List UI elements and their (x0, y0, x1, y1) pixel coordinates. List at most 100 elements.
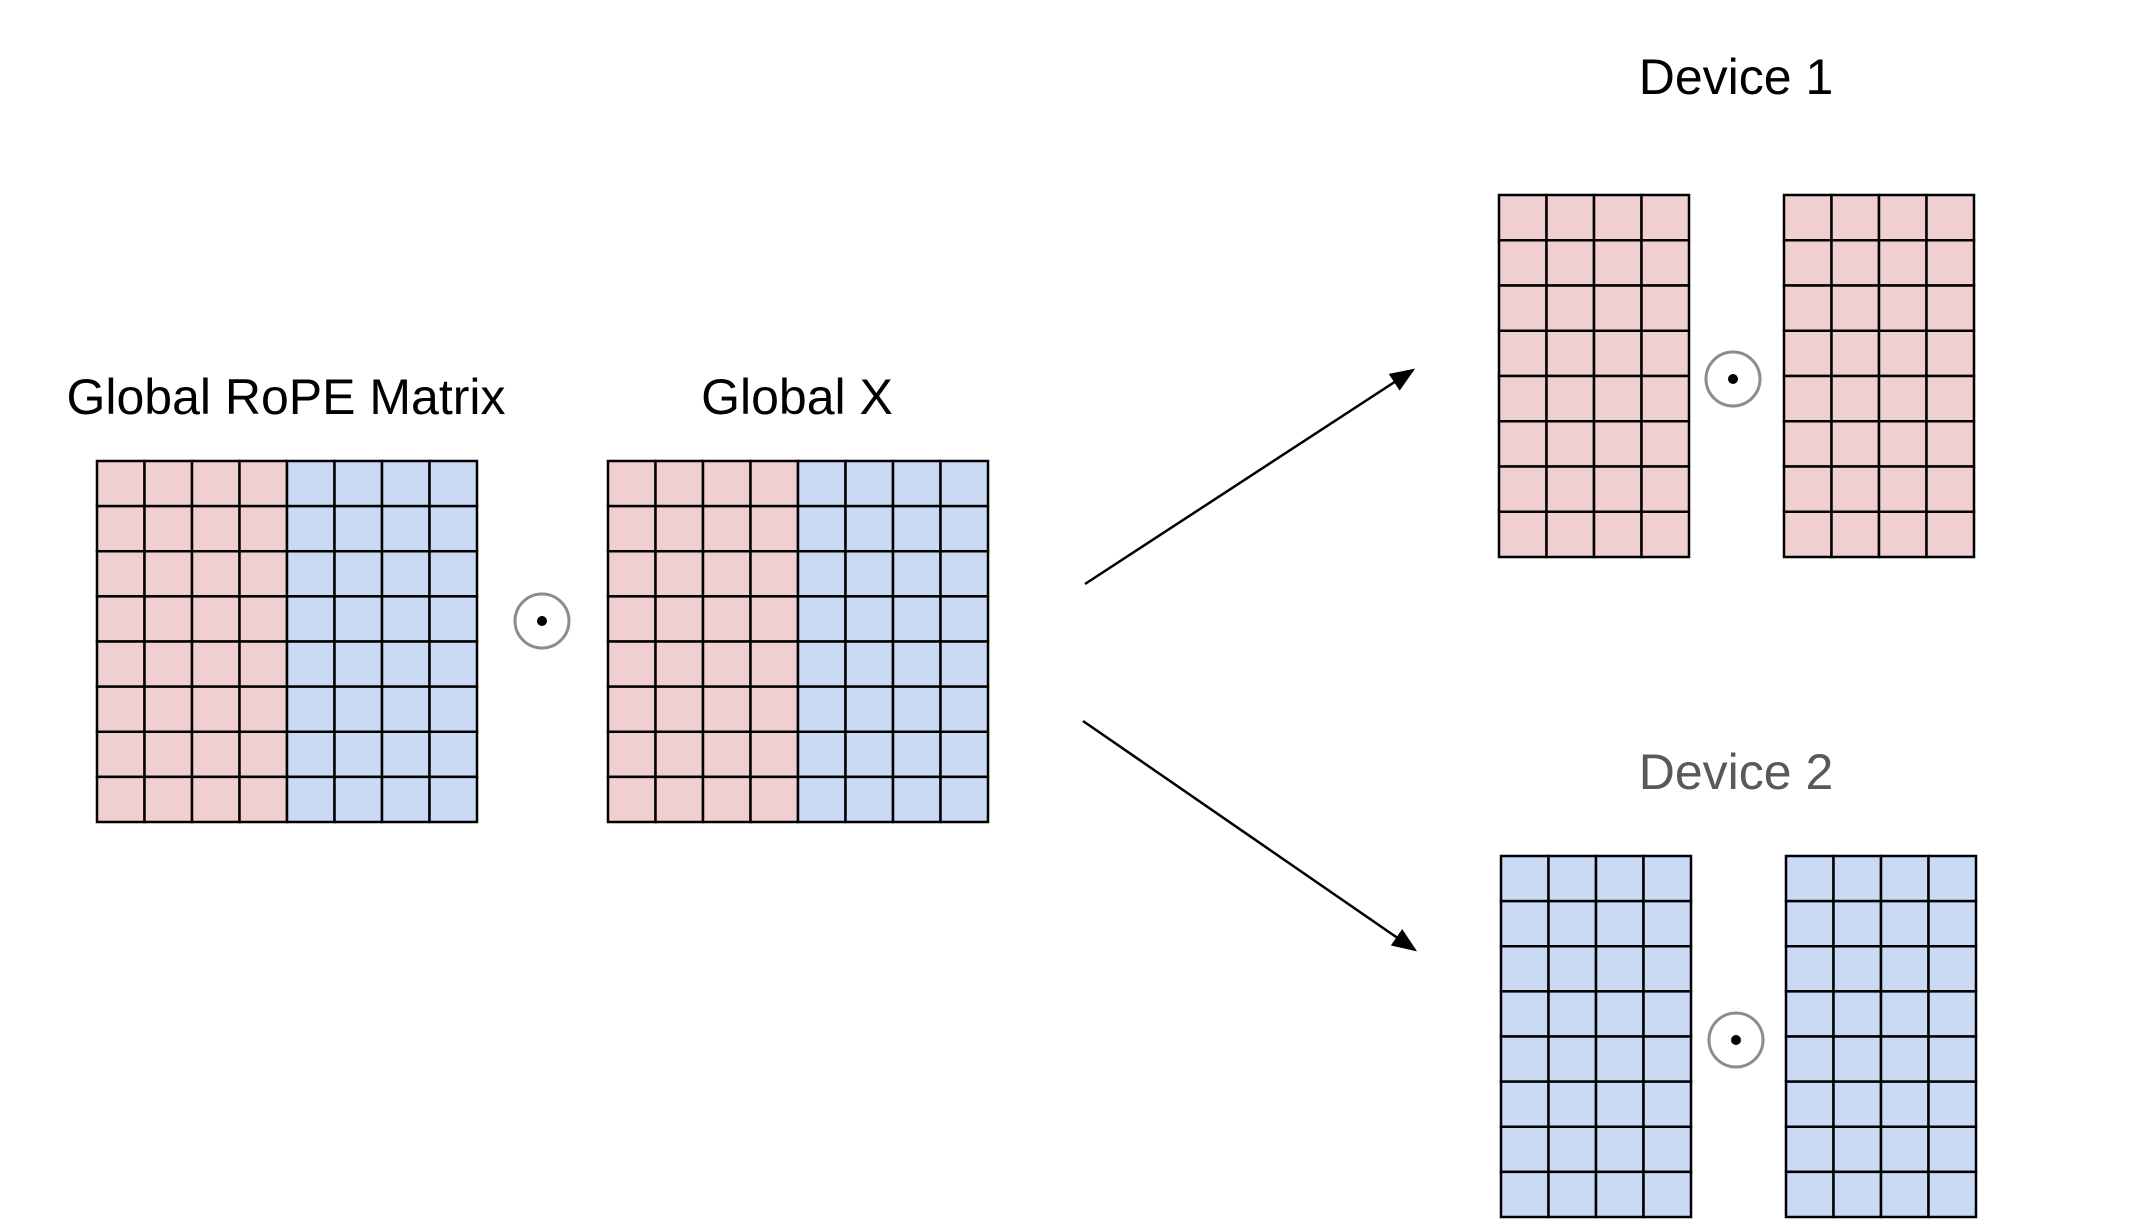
matrix-cell (796, 459, 847, 508)
matrix-cell (1545, 510, 1596, 559)
matrix-cell (1545, 284, 1596, 332)
device-1-label: Device 1 (1639, 49, 1834, 105)
matrix-cell (1877, 239, 1928, 287)
arrow-to-device-1 (1084, 368, 1416, 586)
matrix-cell (143, 504, 194, 553)
matrix-cell (380, 504, 431, 553)
matrix-cell (844, 685, 895, 733)
matrix-cell (238, 685, 289, 733)
matrix-cell (1545, 420, 1596, 468)
matrix-cell (939, 595, 990, 643)
matrix-cell (701, 775, 752, 824)
matrix-cell (1784, 1170, 1835, 1219)
matrix-cell (1594, 1170, 1645, 1219)
matrix-cell (285, 775, 336, 824)
matrix-cell (190, 640, 241, 688)
matrix-cell (654, 775, 705, 824)
matrix-cell (1927, 1035, 1978, 1083)
matrix-cell (1830, 510, 1881, 559)
matrix-cell (428, 640, 479, 688)
matrix-cell (1592, 284, 1643, 332)
matrix-cell (95, 459, 146, 508)
matrix-cell (1925, 374, 1976, 423)
device-1-right-matrix (1782, 193, 1976, 559)
matrix-cell (1782, 420, 1833, 468)
matrix-cell (333, 504, 384, 553)
matrix-cell (749, 640, 800, 688)
matrix-cell (190, 775, 241, 824)
matrix-cell (238, 640, 289, 688)
hadamard-operator-global (513, 592, 571, 650)
matrix-cell (796, 775, 847, 824)
matrix-cell (606, 595, 657, 643)
matrix-cell (95, 685, 146, 733)
hadamard-operator-device-1 (1704, 350, 1762, 408)
matrix-cell (1592, 193, 1643, 242)
matrix-cell (1547, 1035, 1598, 1083)
matrix-cell (1879, 1125, 1930, 1174)
matrix-cell (701, 459, 752, 508)
matrix-cell (238, 459, 289, 508)
matrix-cell (1642, 1035, 1693, 1083)
matrix-cell (143, 775, 194, 824)
matrix-cell (1547, 1125, 1598, 1174)
matrix-cell (285, 550, 336, 598)
matrix-cell (1497, 374, 1548, 423)
matrix-cell (939, 775, 990, 824)
matrix-cell (1642, 945, 1693, 993)
matrix-cell (190, 685, 241, 733)
matrix-cell (1925, 239, 1976, 287)
matrix-cell (1925, 284, 1976, 332)
matrix-cell (1547, 990, 1598, 1038)
matrix-cell (190, 730, 241, 779)
matrix-cell (1830, 374, 1881, 423)
matrix-cell (1594, 1035, 1645, 1083)
matrix-cell (380, 775, 431, 824)
matrix-cell (95, 504, 146, 553)
matrix-cell (143, 550, 194, 598)
matrix-cell (891, 640, 942, 688)
matrix-cell (428, 685, 479, 733)
matrix-cell (1784, 945, 1835, 993)
matrix-cell (844, 504, 895, 553)
matrix-cell (796, 550, 847, 598)
matrix-cell (1830, 465, 1881, 513)
matrix-cell (1497, 284, 1548, 332)
matrix-cell (844, 730, 895, 779)
device-1-left-matrix (1497, 193, 1691, 559)
matrix-cell (749, 775, 800, 824)
matrix-cell (606, 504, 657, 553)
matrix-cell (1497, 465, 1548, 513)
matrix-cell (1640, 284, 1691, 332)
matrix-cell (701, 595, 752, 643)
matrix-cell (1547, 899, 1598, 948)
matrix-cell (701, 550, 752, 598)
matrix-cell (844, 775, 895, 824)
matrix-cell (891, 595, 942, 643)
matrix-cell (1592, 420, 1643, 468)
matrix-cell (1784, 1080, 1835, 1128)
matrix-cell (1640, 465, 1691, 513)
matrix-cell (939, 685, 990, 733)
matrix-cell (1877, 329, 1928, 378)
matrix-cell (1642, 1125, 1693, 1174)
matrix-cell (654, 459, 705, 508)
matrix-cell (1784, 854, 1835, 903)
matrix-cell (238, 775, 289, 824)
matrix-cell (606, 685, 657, 733)
matrix-cell (1640, 329, 1691, 378)
matrix-cell (1832, 854, 1883, 903)
matrix-cell (606, 550, 657, 598)
matrix-cell (1594, 899, 1645, 948)
matrix-cell (796, 595, 847, 643)
matrix-cell (654, 595, 705, 643)
matrix-cell (1877, 510, 1928, 559)
matrix-cell (380, 459, 431, 508)
matrix-cell (844, 640, 895, 688)
matrix-cell (1642, 854, 1693, 903)
matrix-cell (1784, 990, 1835, 1038)
device-2-label: Device 2 (1639, 744, 1834, 800)
matrix-cell (1925, 510, 1976, 559)
matrix-cell (1782, 374, 1833, 423)
matrix-cell (380, 685, 431, 733)
